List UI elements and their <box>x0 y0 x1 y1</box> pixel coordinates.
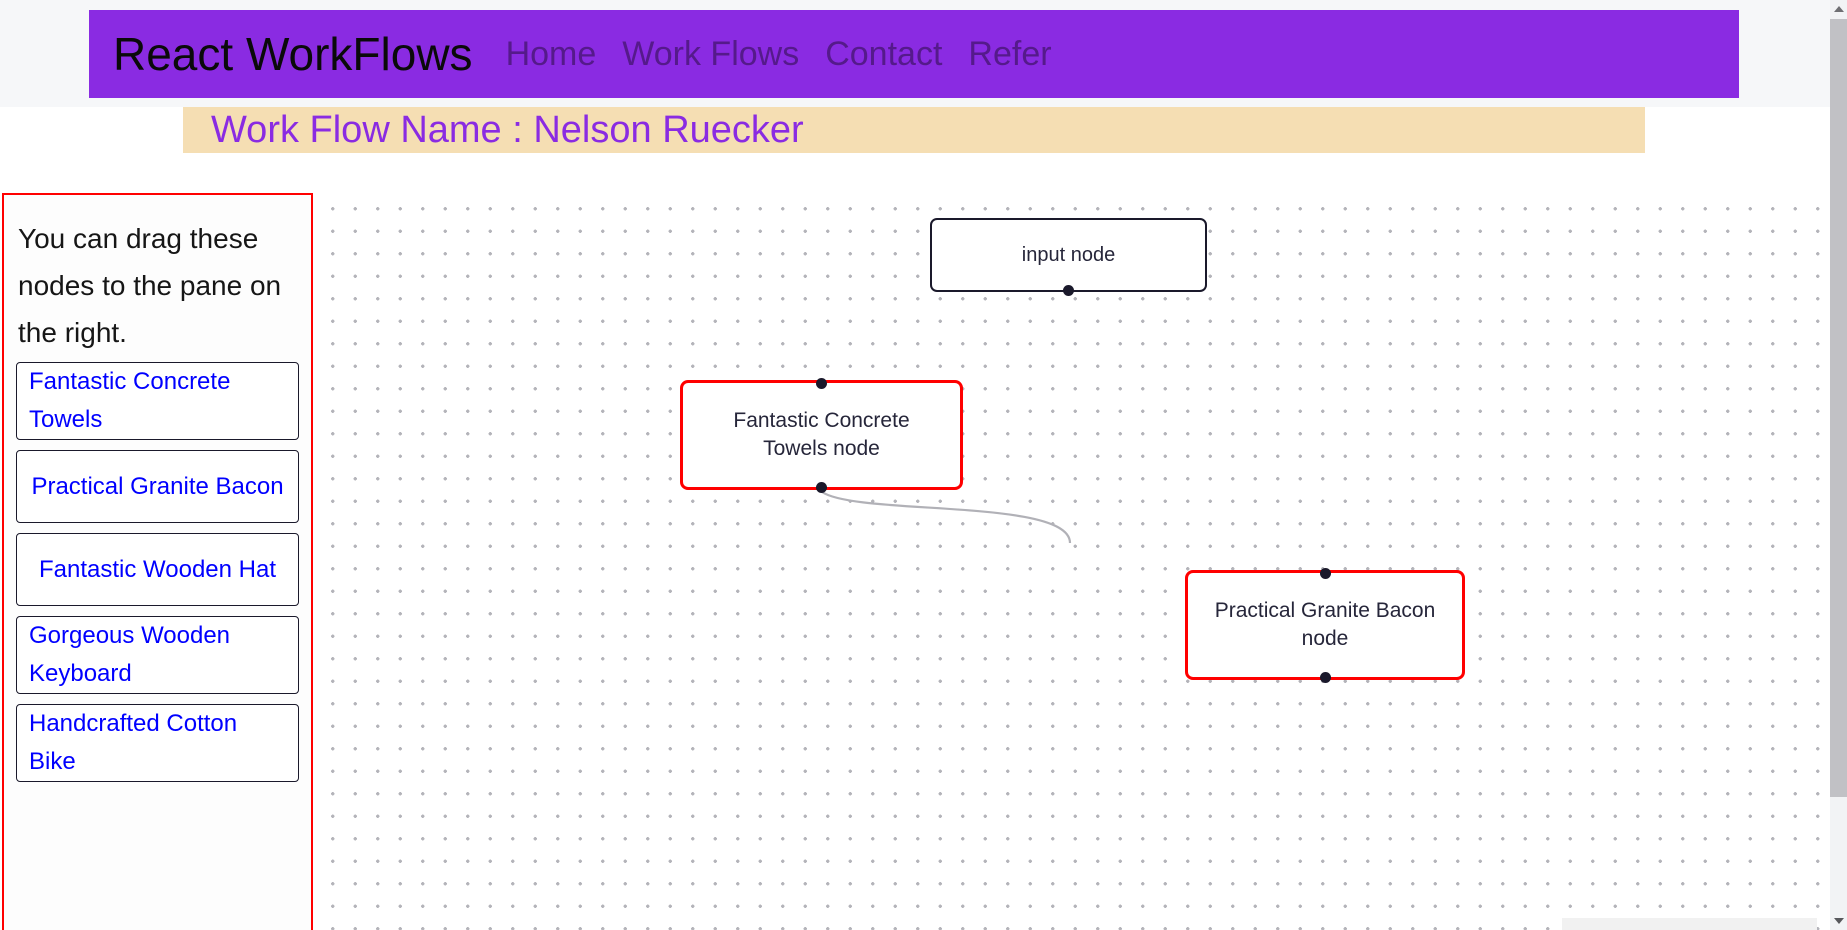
main-nav: Home Work Flows Contact Refer <box>506 35 1052 74</box>
node-practical-granite-bacon[interactable]: Practical Granite Bacon node <box>1185 567 1465 683</box>
nav-link-refer[interactable]: Refer <box>968 34 1052 73</box>
source-handle-bottom[interactable] <box>1063 284 1074 296</box>
draggable-node-fantastic-concrete-towels[interactable]: Fantastic Concrete Towels <box>16 362 299 440</box>
draggable-node-practical-granite-bacon[interactable]: Practical Granite Bacon <box>16 450 299 523</box>
draggable-node-handcrafted-cotton-bike[interactable]: Handcrafted Cotton Bike <box>16 704 299 782</box>
scrollbar-thumb[interactable] <box>1830 19 1847 797</box>
source-handle-bottom[interactable] <box>816 481 827 493</box>
workflow-name-banner: Work Flow Name : Nelson Ruecker <box>183 107 1645 153</box>
flow-canvas-pane[interactable]: input node Fantastic Concrete Towels nod… <box>313 193 1830 930</box>
target-handle-top[interactable] <box>816 377 827 389</box>
vertical-scrollbar[interactable] <box>1830 0 1847 930</box>
sidebar: You can drag these nodes to the pane on … <box>2 193 313 930</box>
attribution-panel <box>1562 918 1817 930</box>
node-input-label: input node <box>1021 244 1116 266</box>
source-handle-bottom[interactable] <box>1319 671 1331 683</box>
arrow-down-icon <box>1833 918 1844 924</box>
app-header: React WorkFlows Home Work Flows Contact … <box>89 10 1739 98</box>
edge-connection[interactable] <box>313 193 1830 930</box>
node-fantastic-concrete-towels[interactable]: Fantastic Concrete Towels node <box>680 377 963 493</box>
arrow-up-icon <box>1833 6 1844 12</box>
top-band: React WorkFlows Home Work Flows Contact … <box>0 0 1830 107</box>
nav-link-contact[interactable]: Contact <box>825 34 943 73</box>
scroll-down-button[interactable] <box>1830 911 1847 930</box>
target-handle-top[interactable] <box>1319 567 1331 579</box>
nav-link-home[interactable]: Home <box>505 34 597 73</box>
node-fantastic-concrete-towels-label: Fantastic Concrete Towels node <box>733 409 910 460</box>
node-practical-granite-bacon-label: Practical Granite Bacon node <box>1214 599 1436 650</box>
draggable-node-gorgeous-wooden-keyboard[interactable]: Gorgeous Wooden Keyboard <box>16 616 299 694</box>
drag-hint-text: You can drag these nodes to the pane on … <box>18 223 282 348</box>
draggable-node-fantastic-wooden-hat[interactable]: Fantastic Wooden Hat <box>16 533 299 606</box>
app-logo: React WorkFlows <box>113 28 473 80</box>
node-input[interactable]: input node <box>930 218 1207 296</box>
scroll-up-button[interactable] <box>1830 0 1847 19</box>
nav-link-work-flows[interactable]: Work Flows <box>622 34 800 73</box>
